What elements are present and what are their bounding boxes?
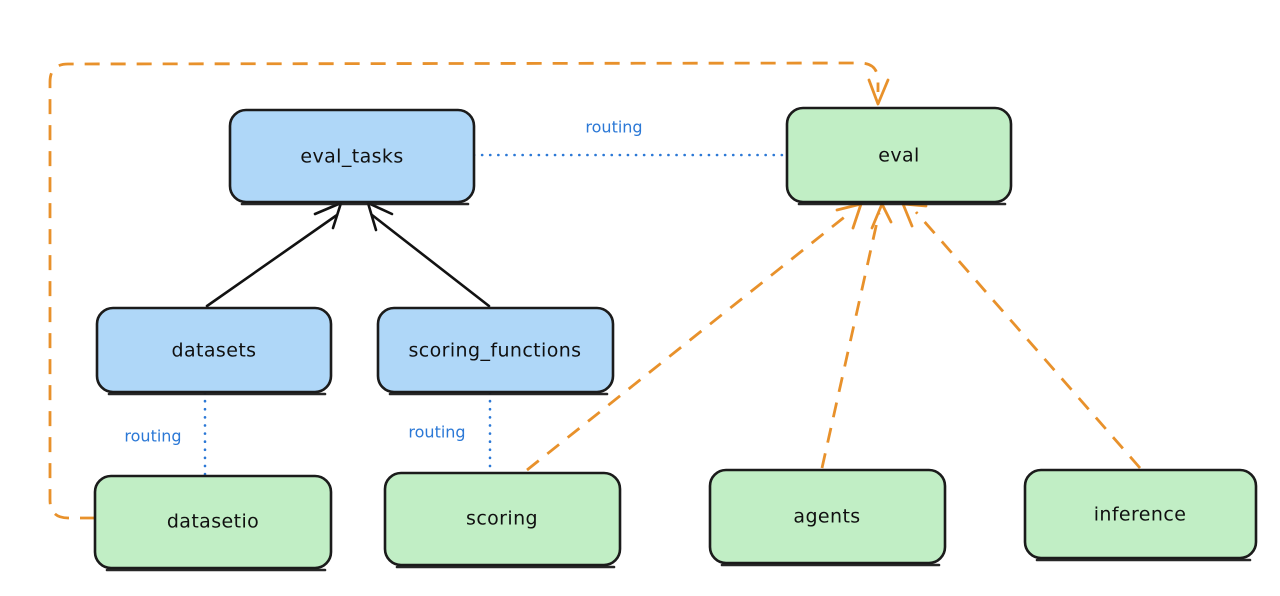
arrowhead-scoring_functions-to-eval_tasks <box>366 201 394 232</box>
arrowhead-inference-to-eval <box>901 202 928 228</box>
node-scoring-label: scoring <box>466 508 538 530</box>
node-scoring_functions[interactable]: scoring_functions <box>376 306 615 396</box>
node-eval_tasks-shape[interactable] <box>228 108 476 204</box>
node-scoring_functions-label: scoring_functions <box>409 340 582 362</box>
edge-scoring-to-eval <box>526 209 853 472</box>
node-datasetio-label: datasetio <box>167 511 259 533</box>
node-eval_tasks[interactable]: eval_tasks <box>228 108 476 206</box>
node-eval-label: eval <box>878 145 919 167</box>
node-inference-shape[interactable] <box>1023 468 1258 560</box>
node-scoring-shape[interactable] <box>383 471 622 567</box>
node-scoring_functions-shape[interactable] <box>376 306 615 394</box>
edge-label-routing-scoring_functions-scoring: routing <box>408 423 465 442</box>
arrowhead-agents-to-eval <box>870 202 893 230</box>
edge-group-solid-structural <box>205 201 491 308</box>
edge-scoring_functions-to-eval_tasks <box>370 213 491 308</box>
edge-datasetio-to-eval <box>48 61 880 520</box>
node-agents[interactable]: agents <box>708 468 947 567</box>
node-eval-shape[interactable] <box>785 106 1013 204</box>
arrowhead-scoring-to-eval <box>835 202 863 230</box>
node-inference-label: inference <box>1094 504 1187 526</box>
node-inference[interactable]: inference <box>1023 468 1258 562</box>
node-datasets-label: datasets <box>172 340 257 362</box>
edge-inference-to-eval <box>914 211 1142 469</box>
edge-datasets-to-eval_tasks <box>205 213 339 308</box>
edge-label-routing-eval_tasks-eval: routing <box>585 118 642 137</box>
node-datasetio[interactable]: datasetio <box>93 474 333 572</box>
node-scoring[interactable]: scoring <box>383 471 622 569</box>
node-datasetio-shape[interactable] <box>93 474 333 570</box>
edge-agents-to-eval <box>820 212 881 469</box>
edge-group-dashed-dependencies <box>48 61 1142 520</box>
node-agents-shape[interactable] <box>708 468 947 565</box>
edge-label-group: routing routing routing <box>124 118 642 446</box>
node-eval[interactable]: eval <box>785 106 1013 206</box>
node-datasets[interactable]: datasets <box>95 306 333 396</box>
arrowhead-datasets-to-eval_tasks <box>313 201 343 230</box>
node-agents-label: agents <box>793 506 860 528</box>
edge-label-routing-datasets-datasetio: routing <box>124 427 181 446</box>
node-datasets-shape[interactable] <box>95 306 333 394</box>
edge-group-dotted-routing <box>203 153 788 478</box>
arrowhead-datasetio-to-eval <box>867 78 890 106</box>
node-eval_tasks-label: eval_tasks <box>300 146 403 168</box>
